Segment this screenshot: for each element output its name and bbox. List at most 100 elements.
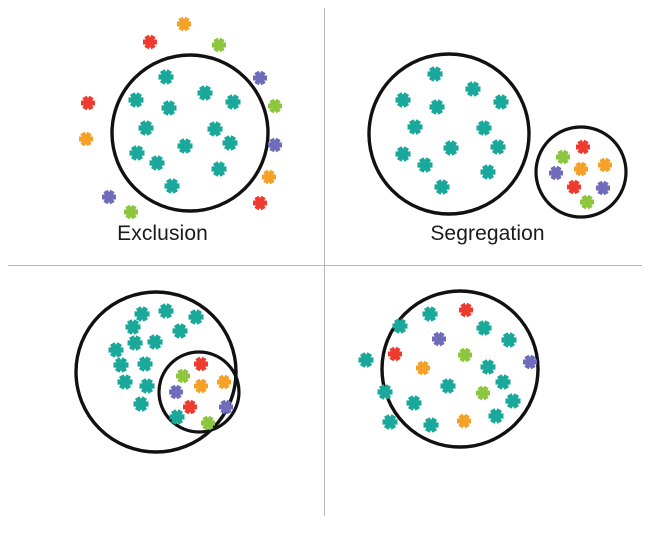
marker-purple	[102, 189, 116, 205]
marker-teal	[434, 179, 450, 195]
inner-circle	[157, 350, 241, 434]
marker-orange	[79, 131, 93, 147]
marker-teal	[395, 146, 411, 162]
marker-orange	[416, 360, 430, 376]
marker-teal	[443, 140, 459, 156]
majority-circle	[367, 52, 531, 216]
marker-teal	[134, 306, 150, 322]
marker-green	[268, 98, 282, 114]
panel-exclusion: Exclusion	[0, 0, 325, 269]
marker-red	[183, 399, 197, 415]
marker-teal	[147, 334, 163, 350]
marker-teal	[177, 138, 193, 154]
marker-teal	[117, 374, 133, 390]
panel-integration: Integration	[0, 269, 325, 538]
integration-markers-minority	[169, 356, 233, 431]
marker-teal	[505, 393, 521, 409]
panel-inclusion: Inclusion	[325, 269, 650, 538]
main-circle	[380, 289, 540, 449]
marker-teal	[197, 85, 213, 101]
marker-purple	[268, 137, 282, 153]
marker-purple	[219, 399, 233, 415]
marker-teal	[188, 309, 204, 325]
marker-teal	[137, 356, 153, 372]
marker-teal	[427, 66, 443, 82]
outer-circle	[74, 290, 238, 454]
integration-illustration	[0, 269, 325, 538]
marker-green	[201, 415, 215, 431]
marker-teal	[480, 359, 496, 375]
marker-teal	[501, 332, 517, 348]
marker-red	[388, 346, 402, 362]
marker-teal	[382, 414, 398, 430]
inclusion-illustration	[325, 269, 650, 538]
marker-teal	[392, 318, 408, 334]
divider-horizontal	[8, 265, 642, 266]
marker-teal	[169, 409, 185, 425]
marker-teal	[480, 164, 496, 180]
caption-segregation: Segregation	[430, 222, 545, 245]
marker-teal	[406, 395, 422, 411]
exclusion-markers-outside	[79, 16, 282, 220]
segregation-illustration	[325, 0, 650, 269]
marker-teal	[225, 94, 241, 110]
marker-green	[476, 385, 490, 401]
minority-circle	[534, 125, 628, 219]
segregation-markers-minority	[549, 139, 612, 210]
marker-teal	[358, 352, 374, 368]
marker-teal	[476, 120, 492, 136]
marker-teal	[476, 320, 492, 336]
marker-teal	[495, 374, 511, 390]
marker-red	[194, 356, 208, 372]
marker-red	[567, 179, 581, 195]
marker-teal	[128, 92, 144, 108]
marker-purple	[523, 354, 537, 370]
marker-purple	[253, 70, 267, 86]
marker-teal	[129, 145, 145, 161]
marker-teal	[211, 161, 227, 177]
marker-red	[253, 195, 267, 211]
exclusion-illustration	[0, 0, 325, 269]
marker-teal	[407, 119, 423, 135]
marker-teal	[164, 178, 180, 194]
marker-teal	[490, 139, 506, 155]
main-circle	[110, 53, 270, 213]
exclusion-svg	[79, 16, 282, 220]
marker-green	[556, 149, 570, 165]
marker-teal	[488, 408, 504, 424]
marker-purple	[169, 384, 183, 400]
marker-teal	[429, 99, 445, 115]
marker-teal	[108, 342, 124, 358]
marker-green	[580, 194, 594, 210]
marker-teal	[158, 69, 174, 85]
marker-orange	[262, 169, 276, 185]
caption-exclusion: Exclusion	[117, 222, 208, 245]
marker-teal	[222, 135, 238, 151]
marker-teal	[172, 323, 188, 339]
marker-green	[458, 347, 472, 363]
marker-red	[576, 139, 590, 155]
marker-teal	[127, 335, 143, 351]
integration-svg	[74, 290, 241, 454]
marker-teal	[149, 155, 165, 171]
marker-orange	[194, 378, 208, 394]
exclusion-markers-inside	[128, 69, 241, 194]
marker-teal	[440, 378, 456, 394]
marker-red	[143, 34, 157, 50]
marker-teal	[377, 384, 393, 400]
marker-green	[212, 37, 226, 53]
marker-teal	[133, 396, 149, 412]
marker-teal	[138, 120, 154, 136]
marker-teal	[161, 100, 177, 116]
marker-red	[459, 302, 473, 318]
panel-segregation: Segregation	[325, 0, 650, 269]
marker-teal	[158, 303, 174, 319]
divider-vertical	[324, 8, 325, 516]
marker-teal	[422, 306, 438, 322]
marker-teal	[465, 81, 481, 97]
integration-markers-majority	[108, 303, 204, 425]
marker-orange	[598, 157, 612, 173]
marker-orange	[177, 16, 191, 32]
marker-teal	[113, 357, 129, 373]
